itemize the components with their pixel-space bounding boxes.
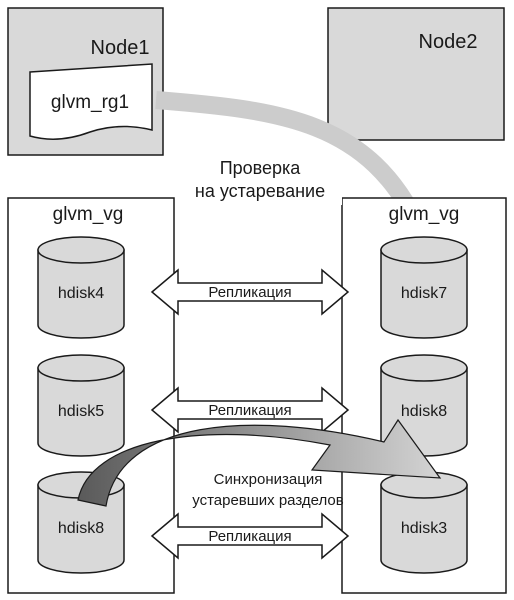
disk-label: hdisk5 — [58, 403, 104, 420]
node1-label: Node1 — [91, 37, 150, 59]
sync-label: Синхронизация устаревших разделов — [192, 471, 344, 509]
disk-right-3: hdisk3 — [380, 471, 468, 574]
left-volume-group-label: glvm_vg — [53, 204, 124, 225]
disk-label: hdisk8 — [58, 520, 104, 537]
sync-label-line1: Синхронизация — [214, 471, 323, 488]
right-volume-group-label: glvm_vg — [389, 204, 460, 225]
sync-label-line2: устаревших разделов — [192, 492, 344, 509]
disk-label: hdisk7 — [401, 285, 447, 302]
stale-check-label: Проверка на устаревание — [180, 155, 342, 205]
disk-label: hdisk3 — [401, 520, 447, 537]
node2-label: Node2 — [419, 31, 478, 53]
resource-group-document: glvm_rg1 — [29, 63, 153, 140]
replication-label: Репликация — [208, 528, 291, 545]
sync-arrow — [77, 418, 442, 507]
disk-left-1: hdisk4 — [37, 236, 125, 339]
disk-right-1: hdisk7 — [380, 236, 468, 339]
disk-label: hdisk8 — [401, 403, 447, 420]
disks-layer: hdisk4 hdisk5 hdisk8 hdisk7 hdisk8 hdisk3 — [37, 236, 468, 574]
resource-group-label: glvm_rg1 — [51, 92, 129, 113]
replication-label: Репликация — [208, 402, 291, 419]
replication-arrow-1: Репликация — [150, 268, 350, 316]
disk-label: hdisk4 — [58, 285, 104, 302]
stale-check-line2: на устаревание — [195, 181, 325, 201]
node2: Node2 — [327, 7, 505, 141]
disk-left-2: hdisk5 — [37, 354, 125, 457]
replication-label: Репликация — [208, 284, 291, 301]
replication-arrow-3: Репликация — [150, 512, 350, 560]
stale-check-line1: Проверка — [220, 158, 302, 178]
replication-arrow-2: Репликация — [150, 386, 350, 434]
